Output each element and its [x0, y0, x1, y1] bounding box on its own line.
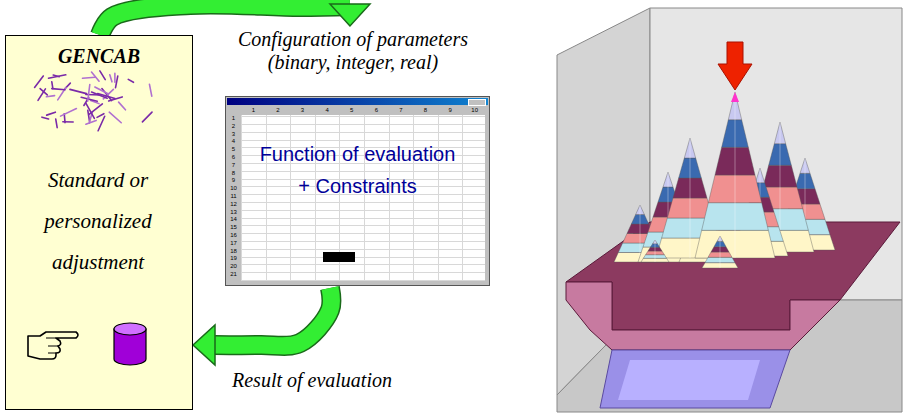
chromosome-stroke — [88, 110, 90, 121]
column-header: 7 — [389, 107, 414, 114]
row-header: 20 — [227, 263, 240, 270]
chromosome-stroke — [52, 82, 53, 89]
chromosome-stroke — [40, 89, 47, 95]
row-header: 1 — [227, 115, 240, 122]
chromosome-stroke — [100, 71, 105, 80]
chromosome-stroke — [149, 84, 151, 96]
chromosome-stroke — [109, 97, 123, 101]
chromosome-stroke — [119, 102, 126, 110]
selected-cell — [323, 252, 355, 262]
pointing-hand — [28, 332, 78, 359]
row-header: 9 — [227, 177, 240, 184]
chromosome-stroke — [46, 96, 54, 97]
peak-tip — [731, 92, 739, 102]
row-header: 10 — [227, 185, 240, 192]
row-header: 13 — [227, 209, 240, 216]
row-header: 11 — [227, 193, 240, 200]
chromosome-stroke — [60, 109, 76, 117]
column-header: 4 — [315, 107, 340, 114]
chromosome-stroke — [114, 73, 116, 82]
chromosome-stroke — [63, 121, 73, 123]
chromosome-stroke — [116, 76, 118, 88]
column-header: 6 — [364, 107, 389, 114]
row-header: 21 — [227, 271, 240, 278]
chromosome-stroke — [35, 76, 44, 87]
arrow-outline — [215, 288, 331, 346]
chromosome-stroke — [47, 112, 56, 115]
program-name: GENCAB — [6, 44, 192, 68]
chromosome-stroke — [86, 120, 96, 124]
adjustment-note: Standard or personalized adjustment — [23, 160, 173, 283]
peak-highlight — [735, 92, 736, 258]
chromosome-stroke — [142, 112, 152, 122]
parameters-heading: Configuration of parameters (binary, int… — [217, 28, 489, 74]
row-header: 19 — [227, 255, 240, 262]
column-header: 10 — [462, 107, 487, 114]
plot-well — [600, 350, 790, 408]
column-header: 5 — [339, 107, 364, 114]
chromosome-stroke — [56, 119, 57, 128]
window-buttons — [468, 99, 486, 106]
arrow-head — [193, 325, 215, 365]
row-header: 17 — [227, 240, 240, 247]
peak-highlight — [690, 138, 691, 258]
pointing-hand-fingers — [46, 338, 58, 353]
column-header: 1 — [241, 107, 266, 114]
peak-highlight — [655, 240, 656, 262]
chromosome-stroke — [89, 104, 102, 115]
evaluation-sheet: 1234567891012345678910111213141516171819… — [212, 26, 502, 288]
chromosome-stroke — [109, 112, 121, 123]
chromosome-stroke — [97, 114, 104, 118]
row-header: 6 — [227, 154, 240, 161]
row-header: 15 — [227, 224, 240, 231]
chromosome-stroke — [42, 117, 49, 119]
arrow-body — [215, 288, 331, 346]
plot-peaks — [614, 92, 835, 268]
spreadsheet-grid — [241, 115, 485, 281]
column-header: 8 — [413, 107, 438, 114]
chromosome-stroke — [92, 92, 108, 98]
row-header: 3 — [227, 131, 240, 138]
column-header: 2 — [266, 107, 291, 114]
chromosome-stroke — [110, 75, 112, 82]
plot-well-floor — [618, 360, 760, 400]
chromosome-stroke — [70, 89, 87, 93]
evaluation-text: Function of evaluation + Constraints — [255, 138, 460, 202]
storage-cylinder-top — [114, 323, 146, 335]
optimizer-box: GENCAB Standard or personalized adjustmen… — [5, 35, 193, 410]
chromosome-stroke — [48, 75, 65, 78]
red-arrow — [718, 42, 752, 90]
column-header: 3 — [290, 107, 315, 114]
chromosome-stroke — [98, 116, 105, 131]
row-header: 2 — [227, 123, 240, 130]
row-header: 18 — [227, 248, 240, 255]
plot-plateau — [566, 222, 900, 330]
row-header: 4 — [227, 138, 240, 145]
row-header: 16 — [227, 232, 240, 239]
column-header: 9 — [438, 107, 463, 114]
chromosome-stroke — [88, 84, 90, 101]
chromosome-stroke — [52, 89, 65, 90]
row-header: 14 — [227, 216, 240, 223]
feedback-arrow — [193, 288, 331, 365]
row-header: 7 — [227, 162, 240, 169]
row-header: 12 — [227, 201, 240, 208]
peak-highlight — [640, 205, 641, 262]
chromosome-stroke — [95, 87, 109, 94]
arrow-head — [330, 4, 370, 26]
edge-label: Result of evaluation — [230, 368, 394, 392]
chromosome-stroke — [53, 75, 59, 77]
row-header: 8 — [227, 170, 240, 177]
chromosome-stroke — [83, 77, 96, 78]
chromosome-stroke — [128, 79, 133, 82]
plot-plateau-edge — [566, 282, 840, 350]
row-header: 5 — [227, 146, 240, 153]
peak-highlight — [720, 236, 721, 268]
window-titlebar — [227, 98, 488, 105]
